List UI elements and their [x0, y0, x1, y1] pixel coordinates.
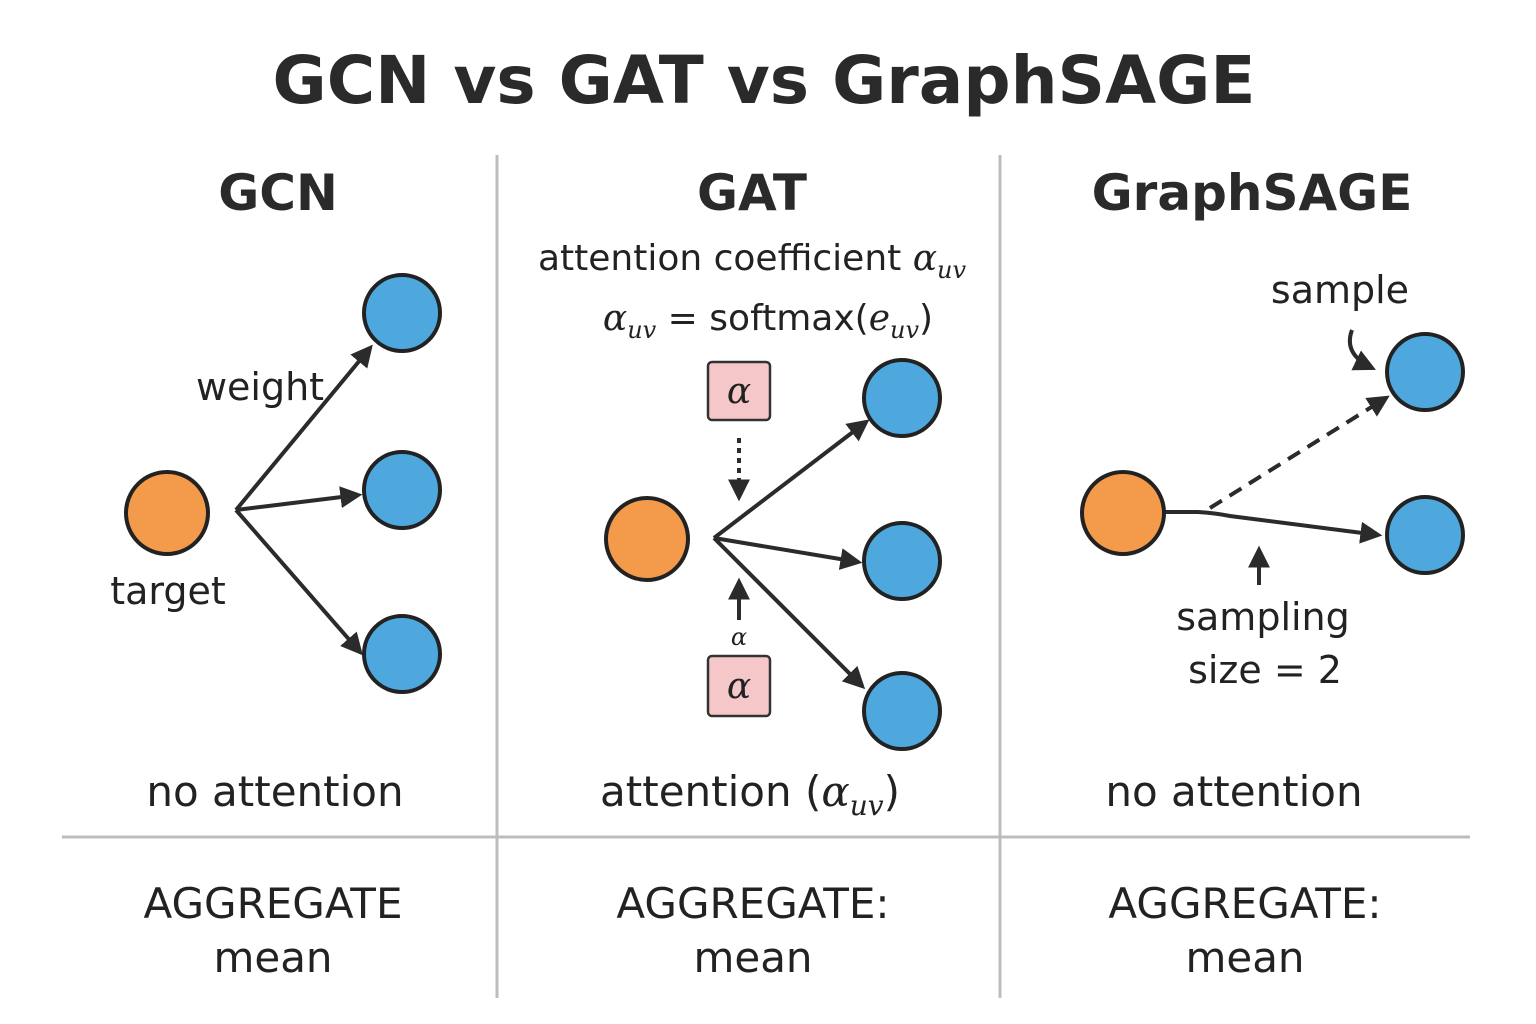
graphsage-attention-note: no attention: [1105, 767, 1362, 816]
graphsage-sample-label: sample: [1271, 268, 1409, 312]
gat-column: GAT attention coefficient αuv αuv = soft…: [538, 164, 967, 982]
gcn-target-label: target: [110, 569, 226, 613]
gat-edge-middle: [713, 536, 863, 570]
gcn-heading: GCN: [218, 164, 338, 222]
graphsage-target-node: [1080, 470, 1166, 556]
gat-edge-top: [712, 419, 870, 540]
gcn-attention-note: no attention: [146, 767, 403, 816]
gcn-aggregate-label: AGGREGATE: [143, 879, 402, 928]
gat-alpha-box-top-symbol: α: [727, 371, 751, 412]
graphsage-sampling-label: sampling: [1176, 595, 1350, 639]
graphsage-sampling-size: size = 2: [1188, 648, 1342, 692]
main-title: GCN vs GAT vs GraphSAGE: [273, 42, 1256, 119]
graphsage-sampled-edge-solid: [1163, 510, 1383, 544]
graphsage-neighbor-node-top: [1385, 332, 1465, 412]
gat-neighbor-node-bottom: [862, 671, 942, 751]
gat-alpha-box-top: [706, 360, 772, 422]
gat-target-node: [604, 496, 690, 582]
gat-neighbor-node-middle: [862, 521, 942, 601]
gcn-neighbor-node-top: [362, 273, 442, 353]
gcn-edge-bottom: [234, 508, 363, 656]
gat-formula: αuv = softmax(euv): [603, 298, 933, 344]
gat-aggregate-value: mean: [693, 933, 812, 982]
gat-heading: GAT: [697, 164, 807, 222]
graphsage-heading: GraphSAGE: [1092, 164, 1413, 222]
gcn-edge-top: [234, 344, 373, 512]
gat-neighbor-node-top: [862, 358, 942, 438]
graphsage-aggregate-value: mean: [1185, 933, 1304, 982]
gcn-column: GCN weight target no attention AGGREGATE…: [110, 164, 442, 982]
graphsage-sampled-edge-dashed: [1208, 395, 1390, 510]
gat-alpha-box-bottom-symbol: α: [727, 666, 751, 707]
gcn-edge-label: weight: [196, 365, 324, 409]
gcn-neighbor-node-bottom: [362, 614, 442, 694]
gcn-aggregate-value: mean: [213, 933, 332, 982]
gat-alpha-box-bottom: [706, 654, 772, 718]
gcn-edge-middle: [235, 486, 363, 512]
gat-aggregate-label: AGGREGATE:: [616, 879, 889, 928]
gat-alpha-small-label: α: [731, 623, 747, 651]
gcn-neighbor-node-middle: [362, 450, 442, 530]
gat-edge-bottom: [712, 536, 866, 690]
gat-attention-note: attention (αuv): [600, 767, 900, 822]
gcn-target-node: [124, 470, 210, 556]
graphsage-aggregate-label: AGGREGATE:: [1108, 879, 1381, 928]
graphsage-column: GraphSAGE sample sampling size = 2 no at…: [1080, 164, 1465, 982]
graphsage-neighbor-node-bottom: [1385, 495, 1465, 575]
graphsage-sample-pointer: [1347, 329, 1376, 371]
gat-subtitle: attention coefficient αuv: [538, 238, 967, 284]
